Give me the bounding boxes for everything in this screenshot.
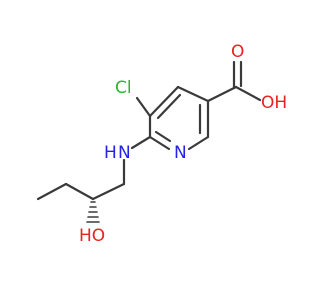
bond-ch2-ch3 [36, 182, 68, 201]
bond-c4-c3 [176, 85, 210, 103]
bond-choh-ch2 [64, 182, 95, 201]
acid-hydroxyl-label: OH [261, 93, 287, 113]
bond-ch2-choh [91, 182, 126, 201]
molecule-structure: Cl N H N O OH HO [36, 42, 287, 246]
chlorine-label: Cl [115, 78, 132, 98]
bond-c5-c4-inner [156, 93, 182, 120]
carbonyl-oxygen-label: O [231, 42, 244, 62]
alcohol-hydroxyl-label: HO [79, 226, 105, 246]
bond-cacid-oh [234, 85, 262, 102]
bond-c5-c4 [148, 85, 180, 118]
bond-c6-nh [130, 135, 152, 150]
bond-n1-c6-inner [154, 130, 172, 143]
bond-c2-n1 [187, 135, 210, 151]
stereo-hash-bond [86, 201, 100, 223]
bond-c3-cacid [206, 85, 238, 103]
amine-nitrogen-label: N [118, 143, 131, 163]
ring-nitrogen-label: N [174, 143, 187, 163]
bond-c5-cl [135, 96, 152, 118]
bond-n1-c6 [148, 135, 171, 151]
amine-hydrogen-label: H [104, 143, 117, 163]
